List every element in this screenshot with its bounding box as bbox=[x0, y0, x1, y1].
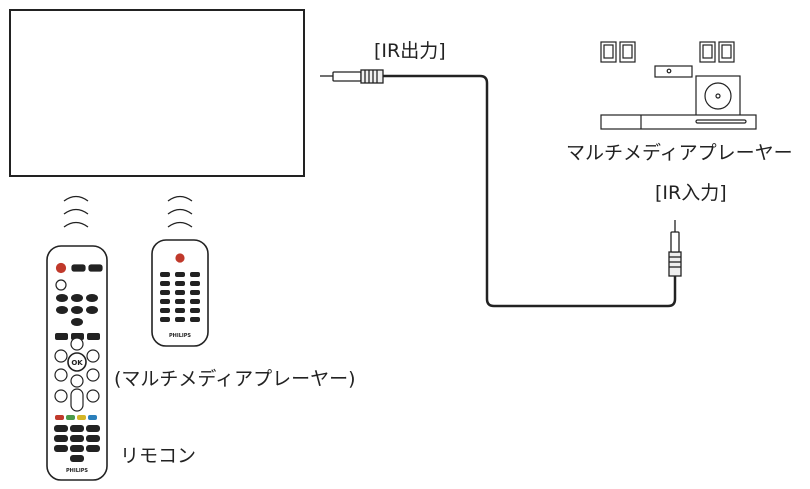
remote-control-label: リモコン bbox=[120, 445, 197, 467]
ir-out-plug bbox=[320, 69, 384, 84]
remote-control: OK PHILIPS bbox=[46, 245, 108, 481]
ir-in-plug bbox=[668, 220, 682, 277]
ir-in-label: [IR入力] bbox=[655, 182, 727, 204]
ir-signal-icon bbox=[63, 195, 89, 228]
media-player-label: マルチメディアプレーヤー bbox=[566, 142, 793, 164]
remote-ok-label: OK bbox=[71, 359, 83, 367]
media-remote-brand-logo: PHILIPS bbox=[169, 333, 191, 339]
ir-signal-icon bbox=[167, 195, 193, 228]
display-screen bbox=[9, 9, 305, 177]
media-player-icon bbox=[600, 41, 757, 130]
media-player-remote-label: (マルチメディアプレーヤー) bbox=[114, 368, 356, 390]
media-player-remote: PHILIPS bbox=[151, 239, 209, 347]
remote-brand-logo: PHILIPS bbox=[66, 468, 88, 474]
ir-out-label: [IR出力] bbox=[374, 40, 446, 62]
ir-cable bbox=[383, 74, 677, 308]
